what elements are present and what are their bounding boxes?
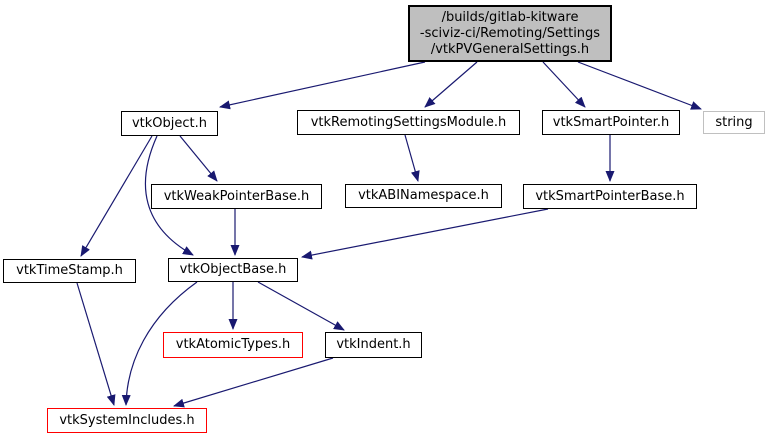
graph-node-vtkSmartPointerBase.h[interactable]: vtkSmartPointerBase.h: [523, 184, 697, 209]
graph-node-vtkAtomicTypes.h[interactable]: vtkAtomicTypes.h: [163, 332, 303, 358]
edge-vtkObject.h-to-vtkObjectBase.h: [144, 135, 194, 256]
graph-node-vtkABINamespace.h[interactable]: vtkABINamespace.h: [345, 184, 502, 208]
graph-node-label: string: [715, 114, 753, 130]
graph-node-label: vtkTimeStamp.h: [16, 263, 123, 278]
graph-node-label: vtkIndent.h: [336, 337, 411, 352]
edge-vtkObject.h-to-vtkWeakPointerBase.h: [179, 135, 218, 182]
graph-node-vtkSystemIncludes.h[interactable]: vtkSystemIncludes.h: [47, 408, 207, 433]
graph-node-label: vtkSmartPointerBase.h: [535, 188, 685, 204]
graph-node-label: vtkABINamespace.h: [358, 188, 489, 203]
graph-node-label: /builds/gitlab-kitware: [441, 9, 579, 25]
edge-vtkObjectBase.h-to-vtkSystemIncludes.h: [121, 281, 198, 406]
graph-node-label: vtkSystemIncludes.h: [59, 412, 195, 428]
graph-node-string: string: [703, 111, 765, 134]
graph-node-label: vtkRemotingSettingsModule.h: [310, 114, 507, 130]
graph-node-vtkTimeStamp.h[interactable]: vtkTimeStamp.h: [3, 259, 136, 283]
graph-node-main: /builds/gitlab-kitware-sciviz-ci/Remotin…: [408, 5, 612, 62]
edge-vtkTimeStamp.h-to-vtkSystemIncludes.h: [76, 282, 116, 406]
graph-node-vtkWeakPointerBase.h[interactable]: vtkWeakPointerBase.h: [151, 184, 322, 209]
edge-vtkRemotingSettingsModule.h-to-vtkABINamespace.h: [404, 134, 420, 182]
graph-node-label: vtkObjectBase.h: [179, 262, 287, 277]
graph-node-vtkObjectBase.h[interactable]: vtkObjectBase.h: [168, 258, 298, 282]
edge-vtkObjectBase.h-to-vtkIndent.h: [257, 281, 345, 331]
edge-main-to-vtkObject.h: [219, 61, 426, 110]
graph-node-label: vtkObject.h: [131, 115, 208, 131]
edge-vtkObject.h-to-vtkTimeStamp.h: [80, 135, 153, 257]
edge-main-to-string: [577, 61, 702, 110]
edge-main-to-vtkRemotingSettingsModule.h: [424, 61, 478, 108]
edge-vtkSmartPointerBase.h-to-vtkObjectBase.h: [301, 208, 549, 260]
edge-vtkIndent.h-to-vtkSystemIncludes.h: [173, 357, 334, 408]
graph-node-vtkObject.h[interactable]: vtkObject.h: [121, 111, 218, 136]
edge-main-to-vtkSmartPointer.h: [542, 61, 586, 108]
graph-node-label: /vtkPVGeneralSettings.h: [430, 41, 590, 57]
graph-node-label: -sciviz-ci/Remoting/Settings: [419, 25, 601, 41]
graph-node-vtkSmartPointer.h[interactable]: vtkSmartPointer.h: [542, 110, 680, 135]
graph-node-label: vtkWeakPointerBase.h: [163, 188, 310, 204]
graph-node-label: vtkSmartPointer.h: [552, 114, 670, 130]
graph-node-vtkRemotingSettingsModule.h[interactable]: vtkRemotingSettingsModule.h: [297, 110, 520, 135]
graph-node-label: vtkAtomicTypes.h: [175, 337, 291, 352]
graph-node-vtkIndent.h[interactable]: vtkIndent.h: [325, 332, 422, 358]
